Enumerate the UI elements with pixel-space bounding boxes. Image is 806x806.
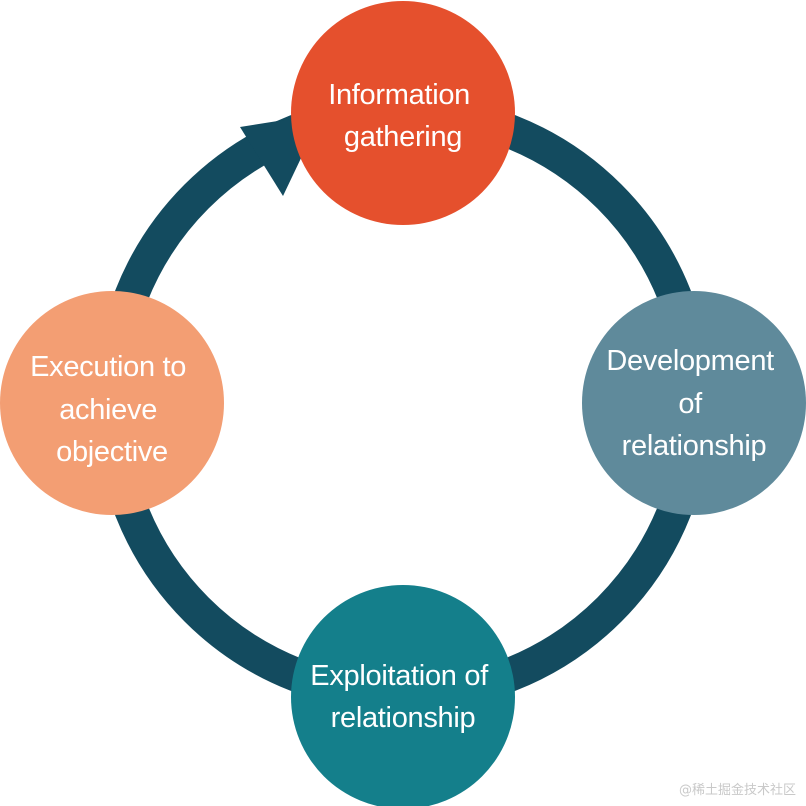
node-circle <box>0 291 224 515</box>
node-information-gathering: Information gathering <box>291 1 515 225</box>
node-label-line: Development <box>606 345 774 377</box>
watermark: @稀土掘金技术社区 <box>678 783 796 798</box>
node-label: Development of relationship <box>606 345 781 462</box>
node-circle <box>291 585 515 806</box>
node-label: Information gathering <box>328 79 478 153</box>
node-label-line: objective <box>56 436 168 468</box>
node-label-line: Information <box>328 79 470 111</box>
node-label-line: gathering <box>344 121 462 153</box>
node-label-line: relationship <box>331 702 476 734</box>
node-label-line: Exploitation of <box>310 660 489 692</box>
node-label: Exploitation of relationship <box>310 660 495 734</box>
node-label-line: of <box>678 388 703 420</box>
node-label-line: achieve <box>59 394 157 426</box>
node-circle <box>291 1 515 225</box>
node-label-line: relationship <box>622 430 767 462</box>
node-label: Execution to achieve objective <box>30 351 194 468</box>
node-label-line: Execution to <box>30 351 186 383</box>
node-circle <box>582 291 806 515</box>
node-execution-to-achieve-objective: Execution to achieve objective <box>0 291 224 515</box>
node-development-of-relationship: Development of relationship <box>582 291 806 515</box>
node-exploitation-of-relationship: Exploitation of relationship <box>291 585 515 806</box>
